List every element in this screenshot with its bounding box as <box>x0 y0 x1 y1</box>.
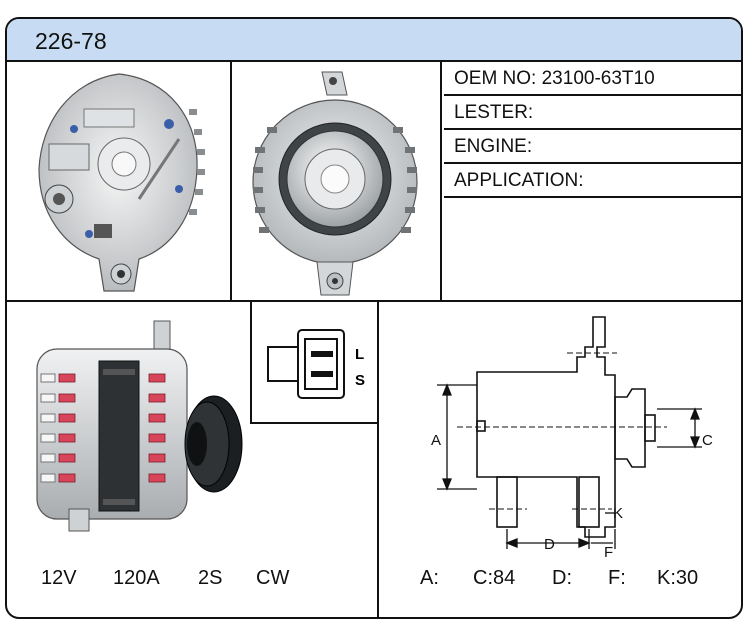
pin-label-l: L <box>355 346 364 363</box>
connector-box-left <box>250 300 252 424</box>
dim-value-c: C:84 <box>473 567 516 589</box>
alternator-side-view-icon <box>36 320 243 532</box>
spec-amperage: 120A <box>113 567 160 589</box>
application-row: APPLICATION: <box>444 164 741 198</box>
connector-box-bottom <box>250 422 379 424</box>
engine-row: ENGINE: <box>444 130 741 164</box>
top-divider-1 <box>230 62 232 300</box>
oem-number: OEM NO: 23100-63T10 <box>454 68 655 89</box>
lester-label: LESTER: <box>454 102 534 123</box>
dim-value-f: F: <box>608 567 626 589</box>
dim-value-k: K:30 <box>657 567 699 589</box>
spec-voltage: 12V <box>41 567 77 589</box>
lester-row: LESTER: <box>444 96 741 130</box>
engine-label: ENGINE: <box>454 136 533 157</box>
dim-value-a: A: <box>420 567 439 589</box>
dim-label-k: K <box>613 505 623 522</box>
spec-pulley: 2S <box>198 567 223 589</box>
top-divider-2 <box>440 62 442 300</box>
spec-rotation: CW <box>256 567 290 589</box>
application-label: APPLICATION: <box>454 170 584 191</box>
middle-divider <box>7 300 741 302</box>
dim-label-c: C <box>702 432 713 449</box>
connector-plug-icon: L S <box>267 329 365 399</box>
header-bar: 226-78 <box>7 19 741 62</box>
product-card: 226-78 OEM NO: 23100-63T10 LESTER: ENGIN… <box>5 17 743 619</box>
part-number-title: 226-78 <box>35 28 107 54</box>
pin-label-s: S <box>355 372 365 389</box>
bottom-divider <box>377 300 379 617</box>
alternator-rear-view-icon <box>38 73 205 292</box>
oem-row: OEM NO: 23100-63T10 <box>444 62 741 96</box>
dim-label-a: A <box>431 432 441 449</box>
dim-label-f: F <box>604 544 613 561</box>
alternator-pulley-view-icon <box>252 71 418 296</box>
dim-label-d: D <box>544 536 555 553</box>
dim-value-d: D: <box>552 567 572 589</box>
dimension-drawing-icon: A C D F K <box>431 316 713 561</box>
